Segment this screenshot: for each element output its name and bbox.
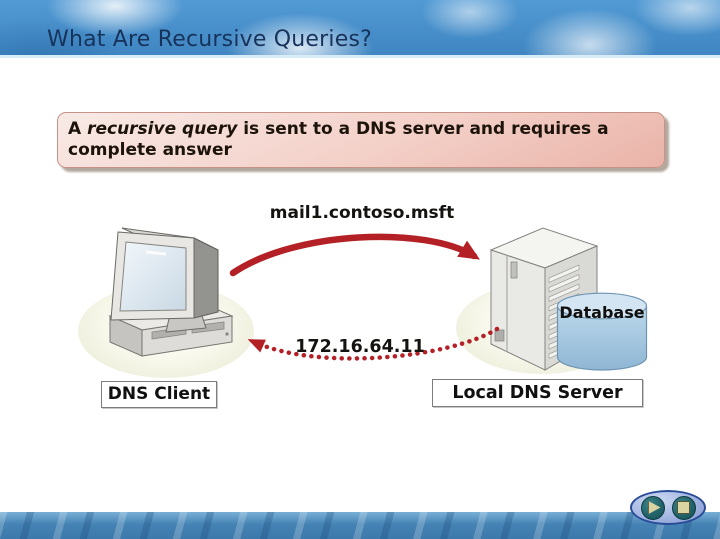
database-label: Database	[559, 303, 645, 322]
callout-text: A recursive query is sent to a DNS serve…	[68, 119, 652, 161]
callout-text-prefix: A	[68, 119, 88, 139]
callout-text-suffix: is sent to a DNS server and requires a c…	[68, 119, 609, 160]
stop-icon	[677, 501, 690, 514]
query-label: mail1.contoso.msft	[269, 203, 455, 223]
client-caption: DNS Client	[101, 381, 217, 408]
callout-box: A recursive query is sent to a DNS serve…	[57, 112, 665, 168]
desktop-computer-icon	[108, 227, 234, 357]
recursive-query-arrow	[229, 233, 480, 277]
response-label: 172.16.64.11	[295, 337, 425, 357]
page-title: What Are Recursive Queries?	[47, 27, 373, 52]
next-button[interactable]	[640, 495, 665, 520]
footer-bar	[0, 512, 720, 539]
server-tower-icon	[489, 227, 599, 371]
database-cylinder-icon: Database	[556, 292, 648, 374]
callout-text-emphasis: recursive query	[87, 119, 238, 139]
stop-button[interactable]	[671, 495, 696, 520]
nav-controls	[630, 490, 706, 525]
slide-header: What Are Recursive Queries?	[0, 0, 720, 58]
server-caption: Local DNS Server	[432, 379, 643, 407]
play-icon	[647, 500, 661, 515]
